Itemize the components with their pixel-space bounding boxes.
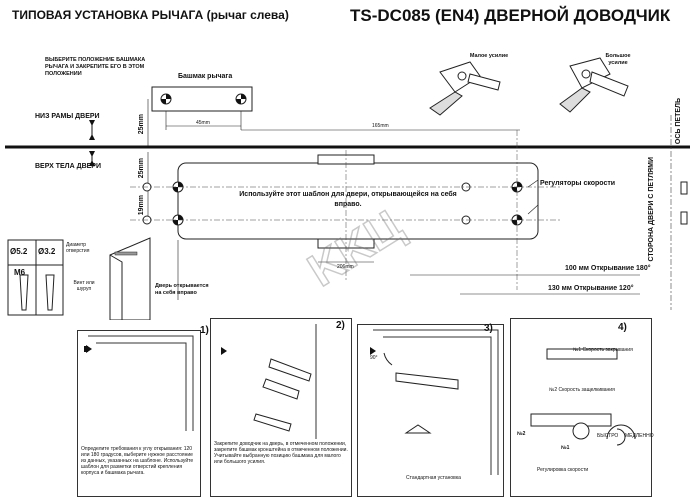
door-top-label: ВЕРХ ТЕЛА ДВЕРИ	[35, 163, 102, 170]
template-drawing: KKЦ	[5, 57, 690, 320]
step2-install-icon	[221, 324, 317, 439]
shoe-instruction: ВЫБЕРИТЕ ПОЛОЖЕНИЕ БАШМАКА РЫЧАГА И ЗАКР…	[45, 57, 146, 77]
template-text: Используйте этот шаблон для двери, откры…	[239, 191, 457, 208]
step3-angle: 90°	[370, 355, 378, 361]
step3-number: 3)	[484, 323, 493, 334]
shoe-hole-left	[160, 93, 172, 105]
door-opens-label: Дверь открывается на себя вправо	[155, 283, 209, 296]
dim-45: 45mm	[196, 120, 210, 126]
title-right: TS-DC085 (EN4) ДВЕРНОЙ ДОВОДЧИК	[350, 6, 671, 25]
step2-panel: Закрепите доводчик на дверь, в отмеченно…	[210, 318, 352, 497]
step4-speed1: №1 Скорость закрывания	[573, 347, 633, 353]
screw-label: Винт или шуруп	[73, 280, 95, 292]
step3-caption: Стандартная установка	[406, 475, 461, 481]
open-120-label: 130 мм Открывание 120°	[548, 285, 634, 292]
low-force-label: Малое усилие	[469, 53, 509, 59]
dim-206: 206mm	[337, 264, 354, 270]
frame-bottom-label: НИЗ РАМЫ ДВЕРИ	[35, 113, 100, 120]
hinge-axis-label: ОСЬ ПЕТЕЛЬ	[675, 98, 682, 145]
dim-165: 165mm	[372, 123, 389, 129]
step4-n2: №2	[517, 431, 526, 437]
step3-panel: 90° Стандартная установка	[357, 324, 504, 497]
hole-size-5-2: Ø5.2	[10, 247, 28, 256]
step3-standard-icon	[370, 329, 499, 475]
step4-fast: БЫСТРО	[597, 433, 619, 439]
step4-number: 4)	[618, 322, 627, 333]
step4-slow: МЕДЛЕННО	[625, 433, 654, 439]
step2-number: 2)	[336, 320, 345, 331]
m6-label: М6	[14, 268, 26, 277]
title-left: ТИПОВАЯ УСТАНОВКА РЫЧАГА (рычаг слева)	[12, 8, 289, 22]
shoe-label: Башмак рычага	[178, 73, 233, 80]
shoe-hole-right	[235, 93, 247, 105]
step2-text: Закрепите доводчик на дверь, в отмеченно…	[214, 441, 348, 465]
low-force-icon	[429, 61, 501, 116]
hinge-side-label: СТОРОНА ДВЕРИ С ПЕТЛЯМИ	[648, 157, 655, 262]
speed-regulators-label: Регуляторы скорости	[540, 180, 616, 187]
step4-speed2: №2 Скорость защелкивания	[549, 387, 615, 393]
high-force-icon	[559, 57, 629, 113]
hole-size-3-2: Ø3.2	[38, 247, 56, 256]
step4-caption: Регулировка скорости	[537, 467, 589, 473]
dim-25a: 25mm	[138, 114, 145, 135]
high-force-label: Большое усилие	[605, 53, 631, 66]
step1-door-icon	[84, 335, 194, 431]
step1-number: 1)	[200, 325, 209, 336]
step4-speed-icon	[530, 348, 636, 446]
step1-panel: Определите требования к углу открывания:…	[77, 330, 201, 497]
hole-diameter-header: Диаметр отверстия	[66, 242, 90, 254]
step4-n1: №1	[561, 445, 570, 451]
open-180-label: 100 мм Открывание 180°	[565, 265, 651, 272]
dim-19: 19mm	[138, 195, 145, 216]
step4-panel: №1 Скорость закрывания №2 Скорость защел…	[510, 318, 654, 497]
dim-25b: 25mm	[138, 158, 145, 179]
step1-text: Определите требования к углу открывания:…	[81, 446, 194, 476]
